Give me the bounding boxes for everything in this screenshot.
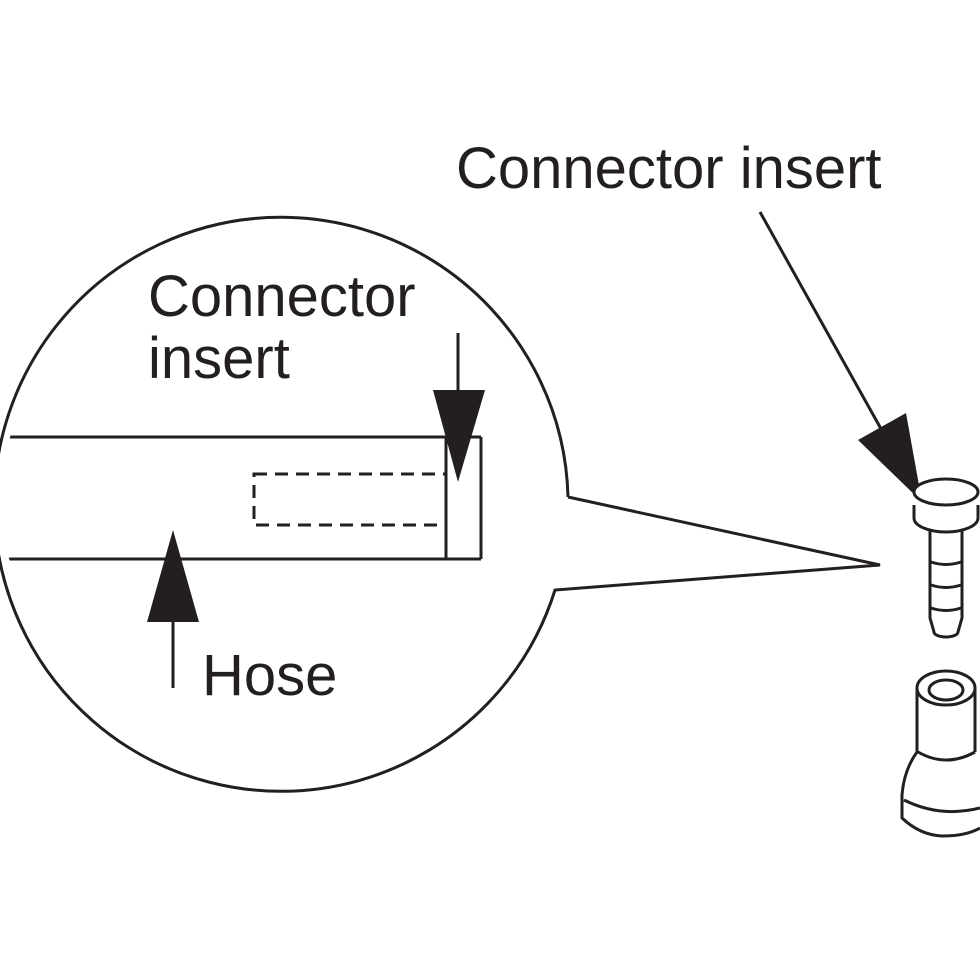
magnifier-callout [0,215,881,793]
leader-line-connector [758,211,892,446]
connector-insert-detail-label-line1: Connector [148,264,416,329]
arrowhead-insert-icon [433,390,485,482]
connector-insert-part [912,477,980,639]
connector-insert-detail-label: Connector insert [148,266,416,390]
hose-fitting-part [900,669,980,838]
arrowhead-connector-icon [858,413,922,502]
connector-insert-hidden-outline [252,472,448,527]
connector-insert-label: Connector insert [456,136,882,201]
connector-insert-detail-label-line2: insert [148,326,290,391]
arrowhead-hose-icon [147,530,199,622]
hose-label: Hose [202,643,338,708]
zoom-detail [3,435,481,561]
